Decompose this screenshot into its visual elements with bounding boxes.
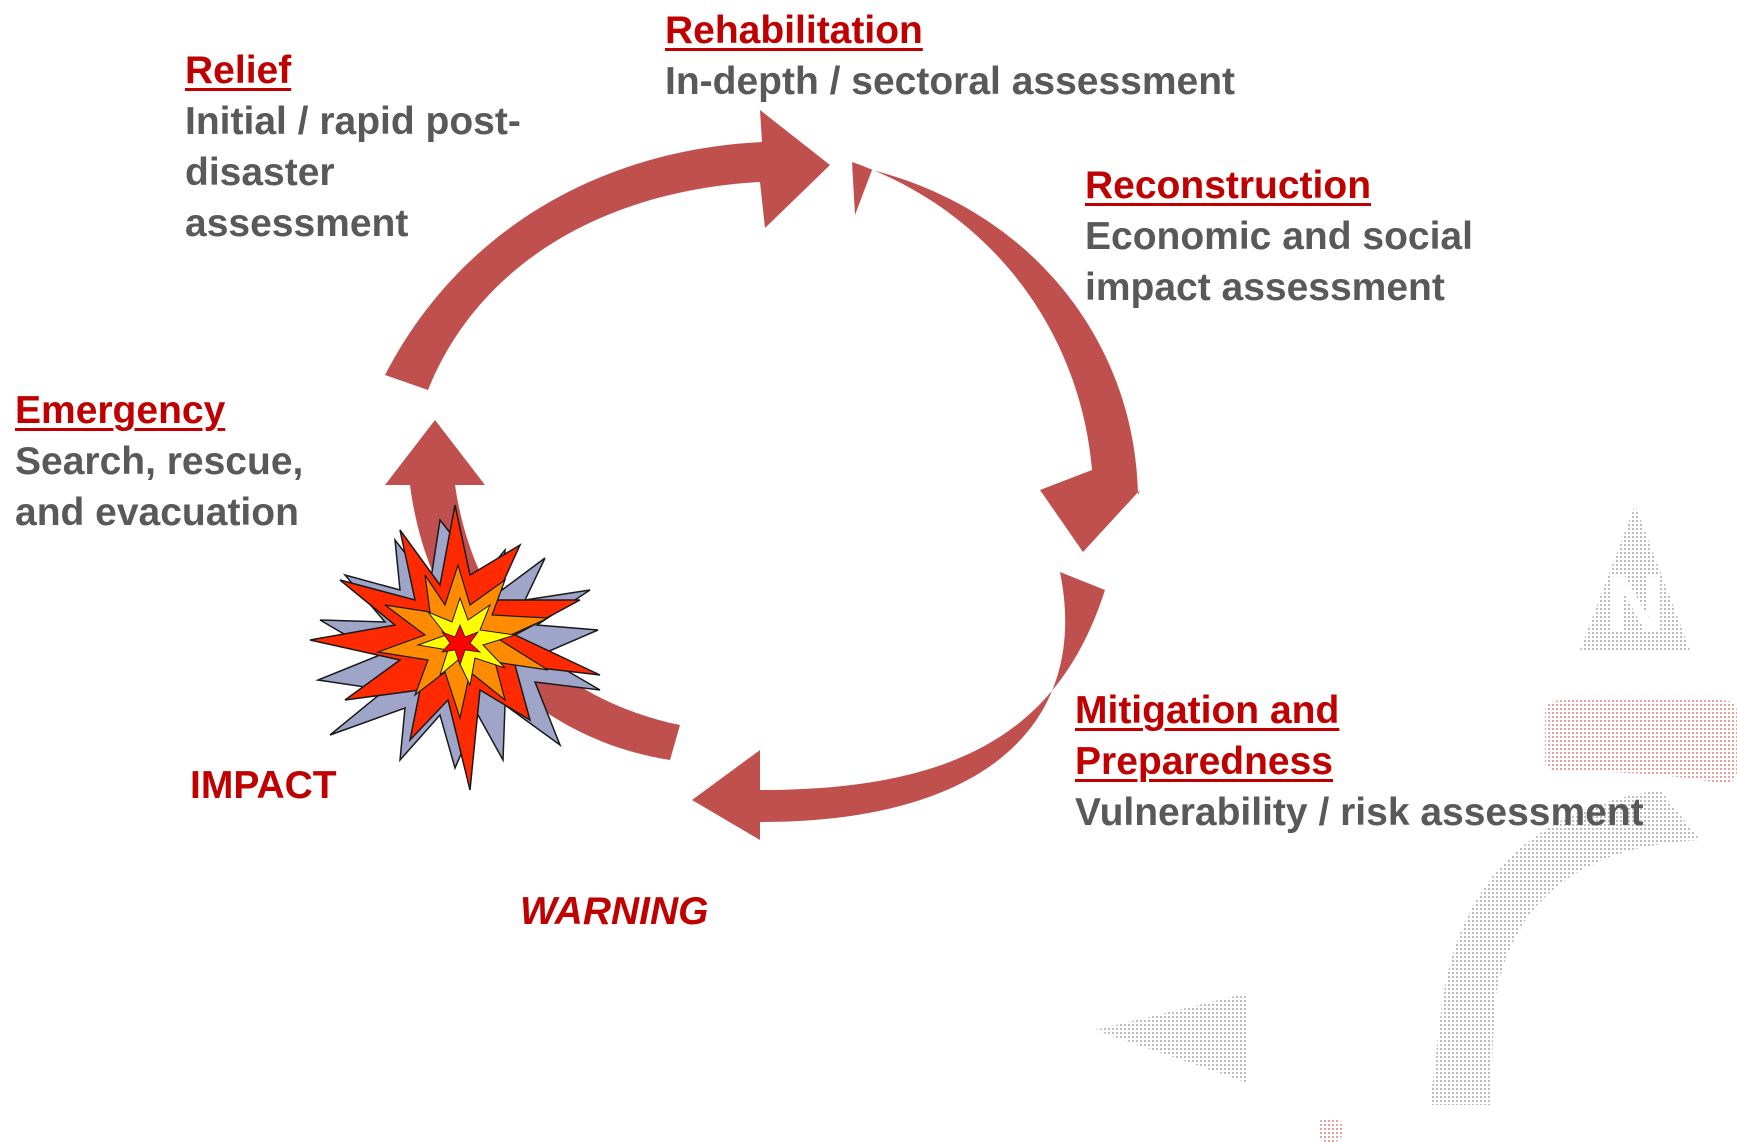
mitigation-stage: Mitigation and Preparedness Vulnerabilit…	[1075, 685, 1644, 838]
explosion-icon	[309, 504, 601, 791]
emergency-heading: Emergency	[15, 389, 226, 432]
reconstruction-description-line-2: impact assessment	[1085, 266, 1445, 309]
emergency-stage: Emergency Search, rescue, and evacuation	[15, 385, 303, 538]
cycle-arrow-rehabilitation-to-reconstruction	[852, 162, 1140, 552]
svg-text:N: N	[1607, 559, 1663, 647]
rehabilitation-heading: Rehabilitation	[665, 9, 923, 52]
mitigation-heading-line-1: Mitigation and	[1075, 689, 1340, 732]
cycle-arrow-mitigation-to-warning	[692, 572, 1105, 840]
rehabilitation-stage: Rehabilitation In-depth / sectoral asses…	[665, 5, 1235, 107]
reconstruction-stage: Reconstruction Economic and social impac…	[1085, 160, 1473, 313]
relief-description-line-1: Initial / rapid post-	[185, 100, 521, 143]
mitigation-heading-line-2: Preparedness	[1075, 740, 1333, 783]
compass-logo-watermark: N	[1095, 505, 1737, 1142]
impact-label: IMPACT	[190, 764, 337, 807]
reconstruction-description-line-1: Economic and social	[1085, 215, 1473, 258]
emergency-description-line-1: Search, rescue,	[15, 440, 304, 483]
mitigation-description: Vulnerability / risk assessment	[1075, 791, 1644, 834]
relief-stage: Relief Initial / rapid post- disaster as…	[185, 45, 521, 249]
warning-label: WARNING	[520, 890, 709, 933]
rehabilitation-description: In-depth / sectoral assessment	[665, 60, 1236, 103]
relief-description-line-3: assessment	[185, 202, 409, 245]
cycle-arrow-relief-to-rehabilitation	[385, 110, 830, 390]
reconstruction-heading: Reconstruction	[1085, 164, 1372, 207]
relief-description-line-2: disaster	[185, 151, 335, 194]
emergency-description-line-2: and evacuation	[15, 491, 299, 534]
relief-heading: Relief	[185, 49, 292, 92]
